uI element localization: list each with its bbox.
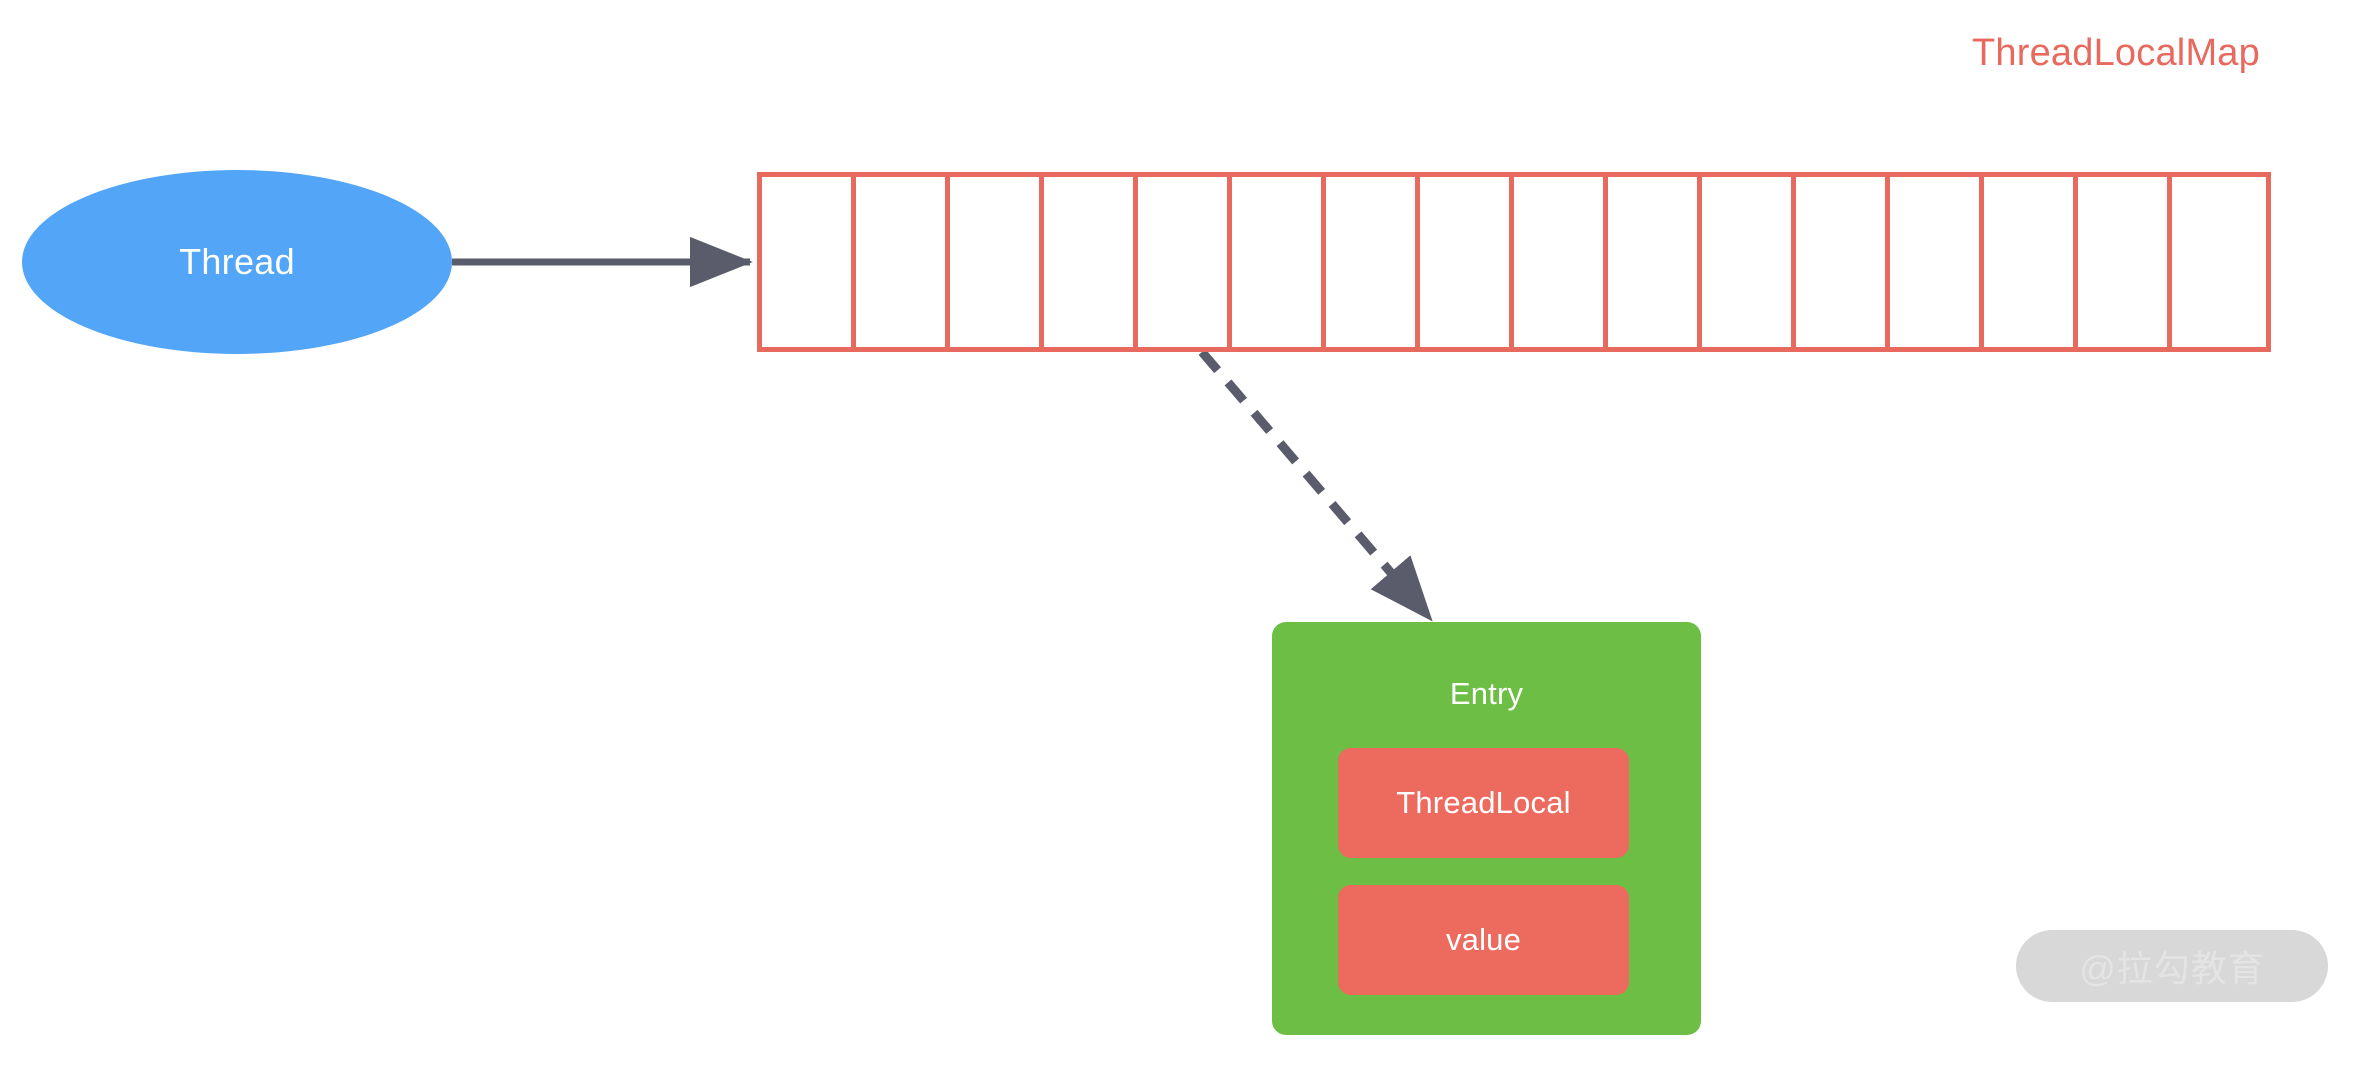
entry-node: Entry ThreadLocal value bbox=[1272, 622, 1701, 1035]
entry-field-value-label: value bbox=[1445, 922, 1522, 957]
table-cell[interactable] bbox=[1984, 177, 2078, 347]
table-cell[interactable] bbox=[1890, 177, 1984, 347]
table-cell[interactable] bbox=[2078, 177, 2172, 347]
table-cell[interactable] bbox=[1420, 177, 1514, 347]
table-cell[interactable] bbox=[1796, 177, 1890, 347]
entry-field-threadlocal: ThreadLocal bbox=[1338, 748, 1629, 858]
table-cell[interactable] bbox=[762, 177, 856, 347]
entry-field-threadlocal-label: ThreadLocal bbox=[1396, 785, 1571, 820]
table-cell[interactable] bbox=[1702, 177, 1796, 347]
table-cell[interactable] bbox=[950, 177, 1044, 347]
page-title: ThreadLocalMap bbox=[1972, 32, 2260, 74]
table-cell[interactable] bbox=[1044, 177, 1138, 347]
entry-node-title: Entry bbox=[1449, 676, 1524, 711]
watermark-label: @拉勾教育 bbox=[2079, 948, 2265, 989]
threadlocalmap-table[interactable] bbox=[757, 172, 2271, 352]
table-cell[interactable] bbox=[1514, 177, 1608, 347]
table-cell[interactable] bbox=[1138, 177, 1232, 347]
table-cell[interactable] bbox=[2172, 177, 2266, 347]
table-cell[interactable] bbox=[1608, 177, 1702, 347]
entry-field-value: value bbox=[1338, 885, 1629, 995]
thread-node-label: Thread bbox=[179, 241, 295, 282]
connector-map-to-entry bbox=[1198, 349, 1433, 622]
table-cell[interactable] bbox=[856, 177, 950, 347]
table-cell[interactable] bbox=[1326, 177, 1420, 347]
table-cell[interactable] bbox=[1232, 177, 1326, 347]
thread-node: Thread bbox=[22, 170, 452, 354]
watermark-badge: @拉勾教育 bbox=[2016, 930, 2328, 1002]
